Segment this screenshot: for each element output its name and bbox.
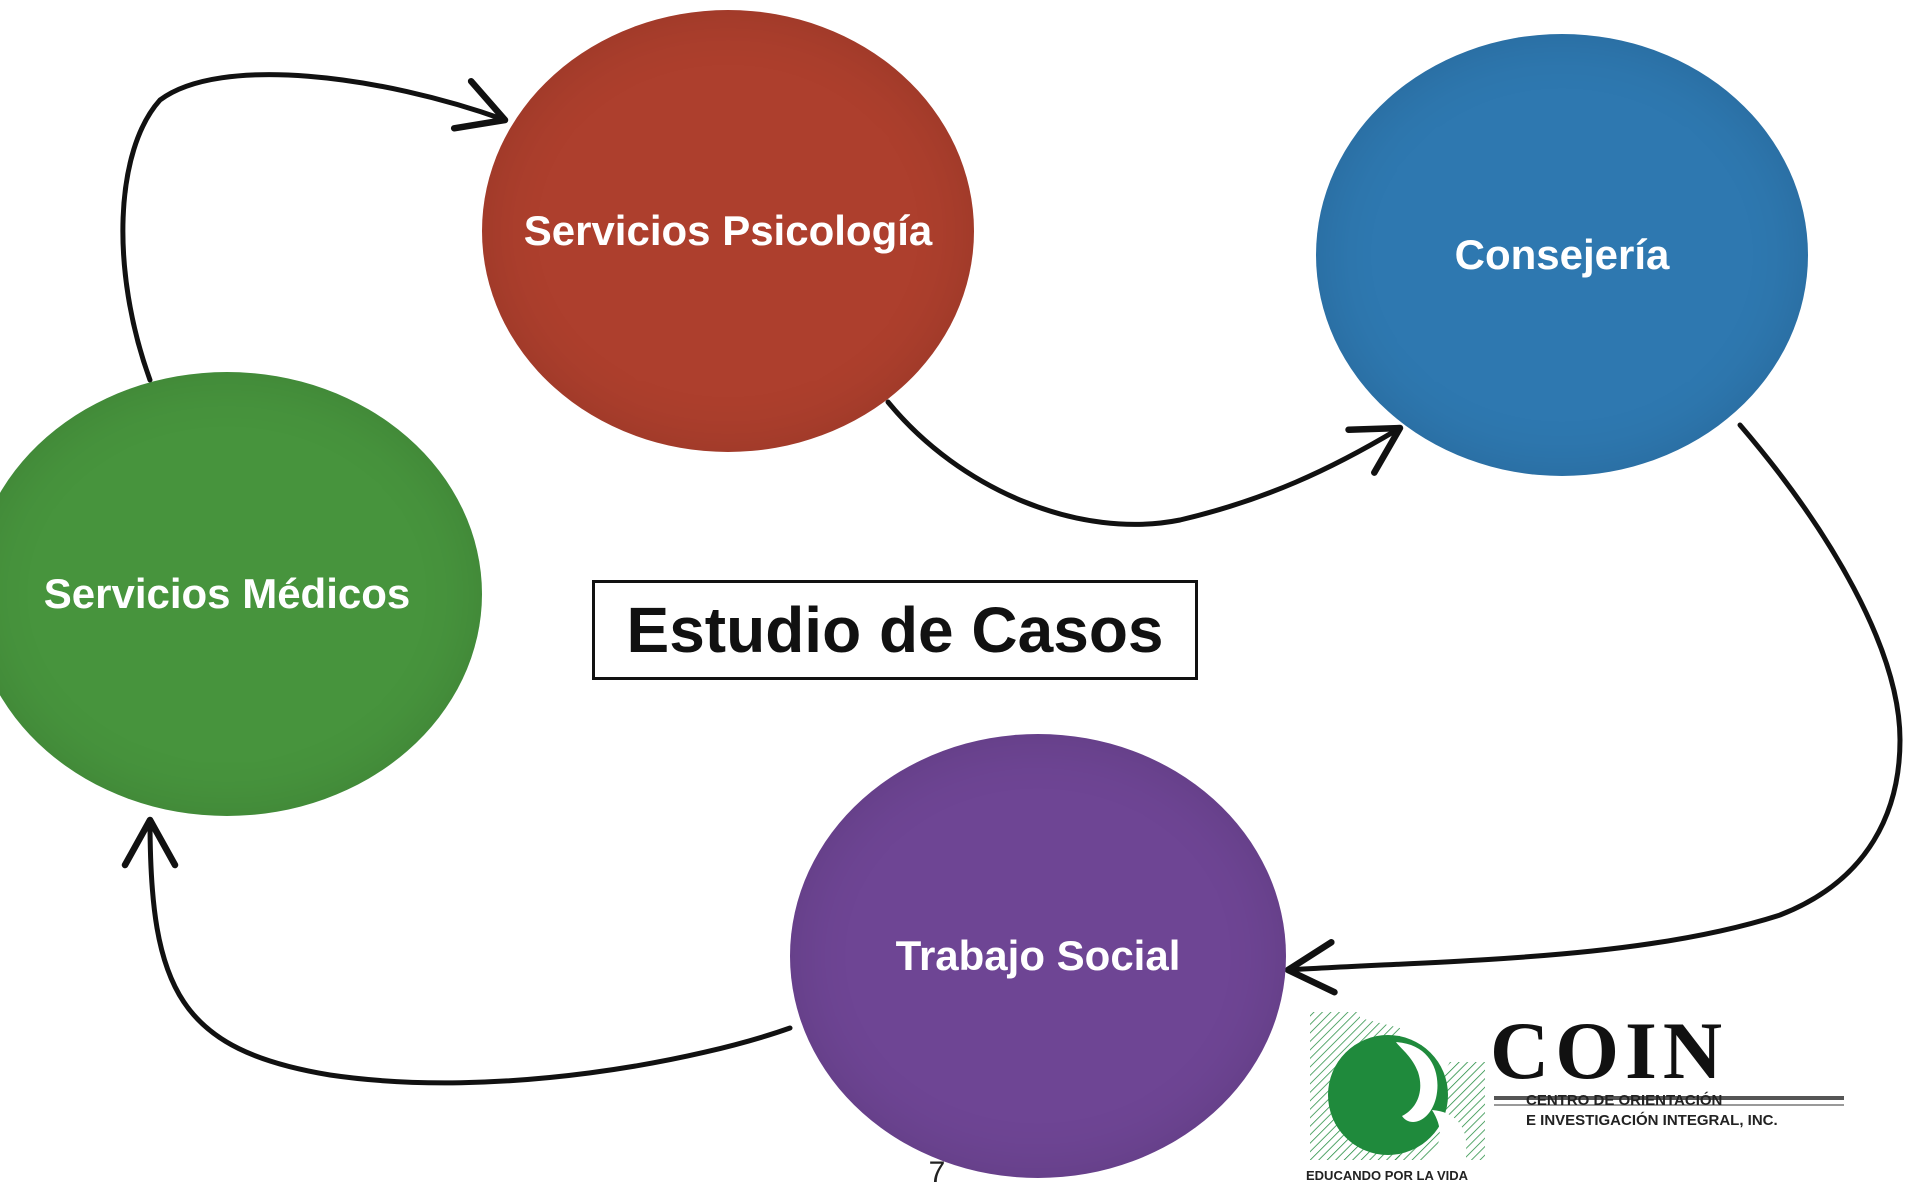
node-label: Servicios Psicología — [523, 207, 933, 254]
logo-divider — [1494, 1096, 1844, 1100]
arrow-trabajo-to-medicos — [121, 816, 793, 1086]
page-number: 7 — [928, 1156, 946, 1189]
logo-divider-thin — [1494, 1104, 1844, 1106]
node-label: Servicios Médicos — [43, 570, 411, 617]
node-label: Trabajo Social — [895, 932, 1181, 979]
coin-wordmark: COIN — [1490, 1005, 1729, 1096]
arrow-psicologia-to-consejeria — [885, 399, 1404, 527]
node-servicios-psicologia: Servicios Psicología — [482, 10, 974, 452]
coin-logo-emblem — [1310, 1012, 1485, 1160]
node-label: Consejería — [1454, 231, 1670, 278]
arrow-medicos-to-psicologia — [120, 72, 509, 383]
arrow-consejeria-to-trabajo — [1284, 422, 1903, 996]
logo-subtitle-line2: E INVESTIGACIÓN INTEGRAL, INC. — [1526, 1112, 1778, 1129]
logo-tagline: EDUCANDO POR LA VIDA — [1306, 1168, 1469, 1183]
logo-subtitle-line1: CENTRO DE ORIENTACIÓN — [1526, 1092, 1723, 1109]
node-consejeria: Consejería — [1316, 34, 1808, 476]
node-trabajo-social: Trabajo Social — [790, 734, 1286, 1178]
coin-logo: COIN CENTRO DE ORIENTACIÓN E INVESTIGACI… — [1300, 1000, 1860, 1186]
node-servicios-medicos: Servicios Médicos — [0, 372, 482, 816]
diagram-title: Estudio de Casos — [592, 580, 1198, 680]
